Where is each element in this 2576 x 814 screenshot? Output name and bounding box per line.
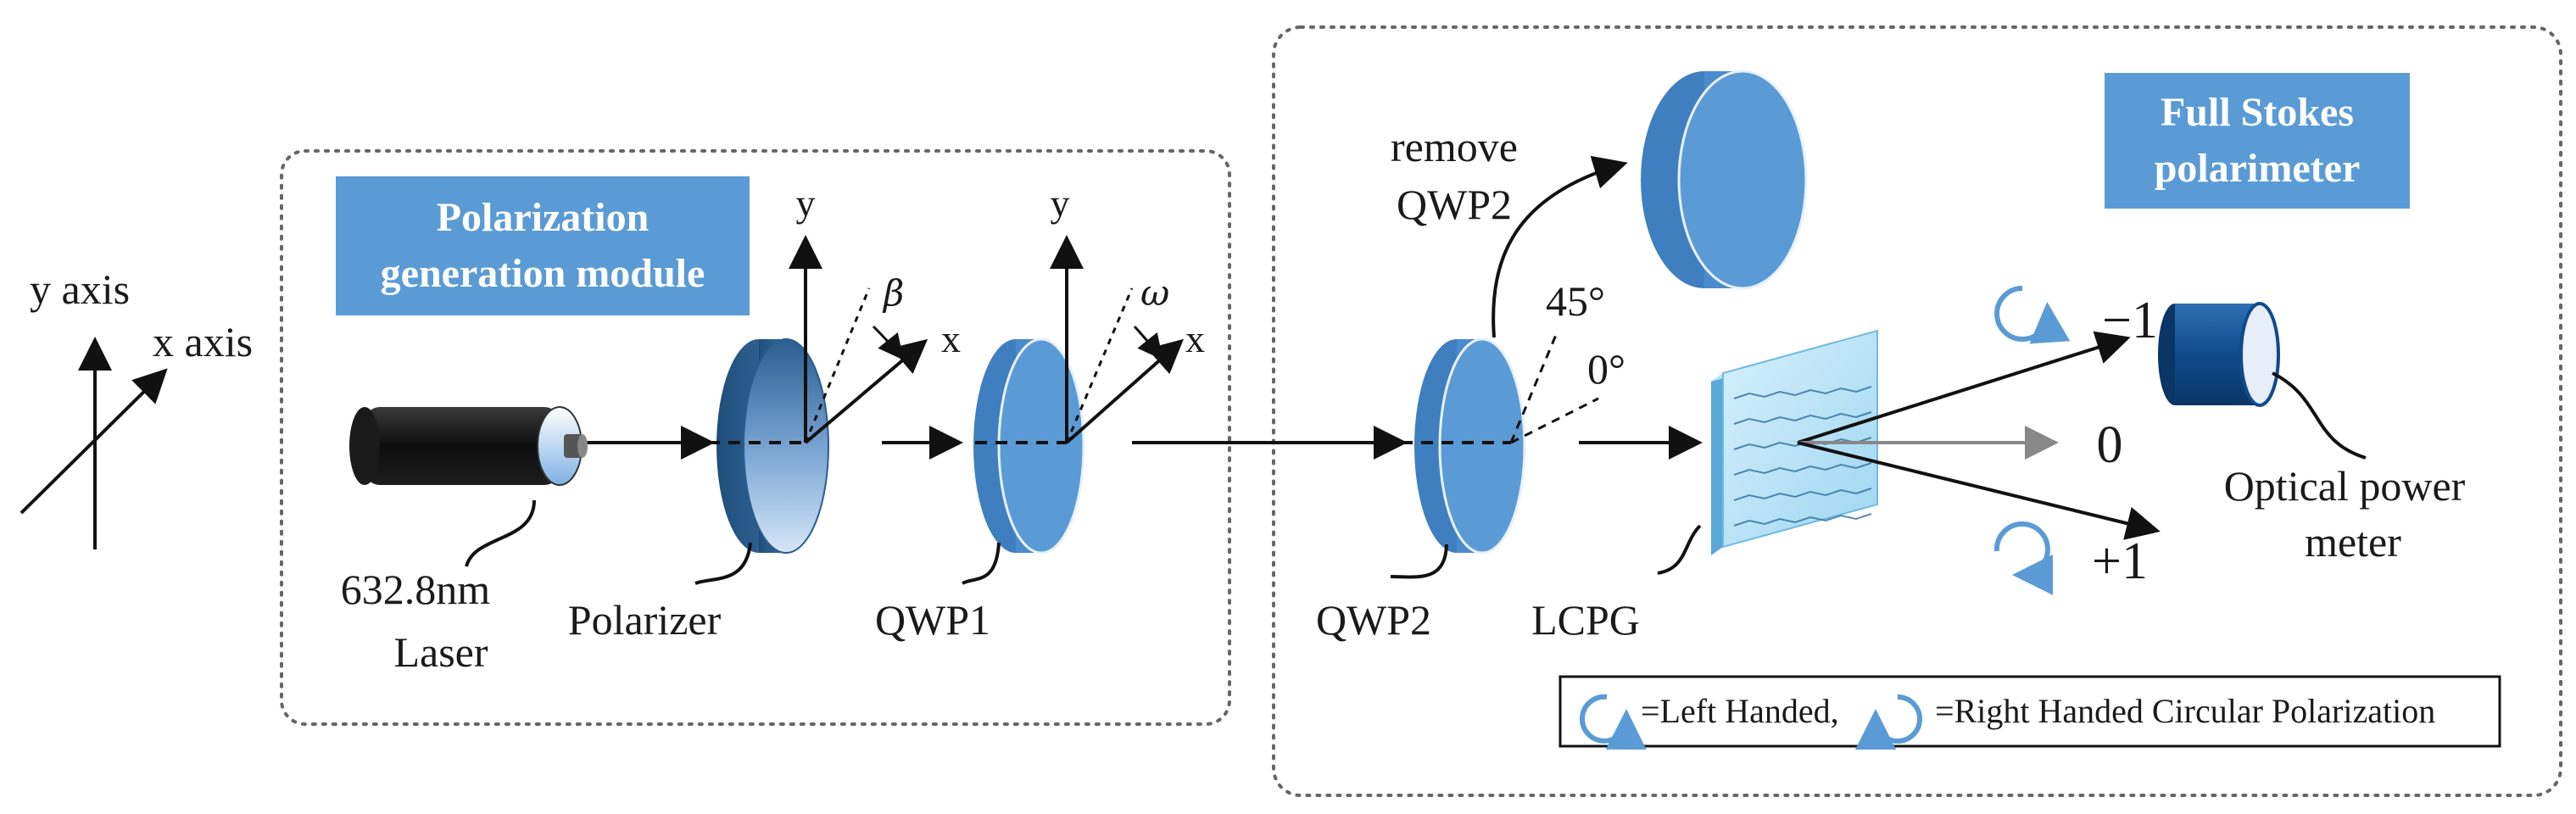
qwp2-45-axis (1509, 334, 1558, 443)
polarizer-y-label: y (796, 181, 816, 225)
beam-plus-one (1797, 441, 2161, 540)
omega-label: ω (1140, 272, 1169, 314)
x-axis-arrow (20, 368, 168, 515)
meter-label-line2: meter (2305, 518, 2401, 566)
legend-left-handed-icon (1580, 694, 1647, 750)
lcpg-leader-line (1657, 524, 1702, 575)
beam-minus-one (1797, 331, 2131, 444)
polarizer-x-label: x (941, 317, 961, 360)
qwp1-y-label: y (1051, 181, 1070, 225)
qwp2-label: QWP2 (1316, 596, 1431, 644)
beta-angle-arc (872, 325, 904, 360)
polarizer-axes: y x β (708, 181, 961, 444)
generation-title-line1: Polarization (437, 195, 650, 240)
qwp2-45-label: 45° (1546, 277, 1605, 325)
polarizer-label: Polarizer (568, 596, 722, 644)
remove-qwp2: remove QWP2 (1391, 70, 1808, 338)
generation-title-line2: generation module (381, 251, 705, 296)
legend-right-handed-icon (1855, 694, 1922, 750)
qwp2-0-axis (1510, 397, 1599, 444)
qwp1-leader-line (962, 542, 1001, 585)
polarizer-leader-line (694, 542, 752, 585)
polarimeter-module-border (1272, 25, 2562, 797)
y-axis-label: y axis (30, 265, 130, 313)
qwp1: QWP1 (875, 337, 1085, 644)
lcpg-label: LCPG (1531, 596, 1640, 644)
removed-qwp2-plate (1677, 70, 1808, 290)
meter-label-line1: Optical power (2224, 462, 2466, 510)
order-zero-label: 0 (2097, 416, 2123, 474)
right-handed-symbol (1993, 521, 2054, 595)
beta-label: β (882, 272, 904, 314)
qwp2: 45° 0° QWP2 (1316, 277, 1625, 644)
polarimeter-module-title: Full Stokes polarimeter (2105, 73, 2410, 209)
remove-label-line1: remove (1391, 123, 1518, 170)
order-minus-one-label: −1 (2102, 292, 2158, 349)
meter-leader-line (2272, 371, 2367, 460)
qwp1-x-label: x (1185, 317, 1205, 360)
left-handed-symbol (1994, 286, 2071, 344)
lcpg: LCPG (1531, 329, 1878, 644)
qwp2-leader-line (1390, 544, 1448, 579)
laser-label-line1: 632.8nm (341, 566, 491, 613)
coordinate-frame: y axis x axis (20, 265, 253, 549)
laser-leader-line (465, 499, 536, 567)
optical-power-meter: Optical power meter (2158, 302, 2466, 566)
legend: =Left Handed, =Right Handed Circular Pol… (1558, 675, 2501, 750)
remove-label-line2: QWP2 (1397, 181, 1512, 228)
qwp1-x-axis (1065, 338, 1184, 444)
generation-module-border (280, 149, 1231, 726)
polarizer-transmission-axis (804, 287, 871, 443)
polarizer: Polarizer (568, 338, 829, 644)
qwp1-axes: y x ω (975, 181, 1205, 444)
x-axis-label: x axis (153, 318, 253, 365)
qwp1-label: QWP1 (875, 596, 990, 644)
remove-arrow (1492, 155, 1628, 338)
qwp2-0-label: 0° (1587, 345, 1625, 393)
order-plus-one-label: +1 (2092, 532, 2148, 590)
omega-angle-arc (1133, 325, 1163, 360)
legend-right-text: =Right Handed Circular Polarization (1935, 692, 2435, 730)
generation-module-title: Polarization generation module (336, 176, 750, 315)
polarimeter-title-line2: polarimeter (2155, 146, 2361, 191)
legend-left-text: =Left Handed, (1641, 692, 1839, 730)
laser: 632.8nm Laser (341, 406, 588, 676)
diffracted-beams: −1 0 +1 (1797, 286, 2161, 595)
polarimeter-title-line1: Full Stokes (2161, 90, 2354, 135)
laser-label-line2: Laser (393, 628, 488, 676)
qwp1-fast-axis (1065, 287, 1134, 443)
